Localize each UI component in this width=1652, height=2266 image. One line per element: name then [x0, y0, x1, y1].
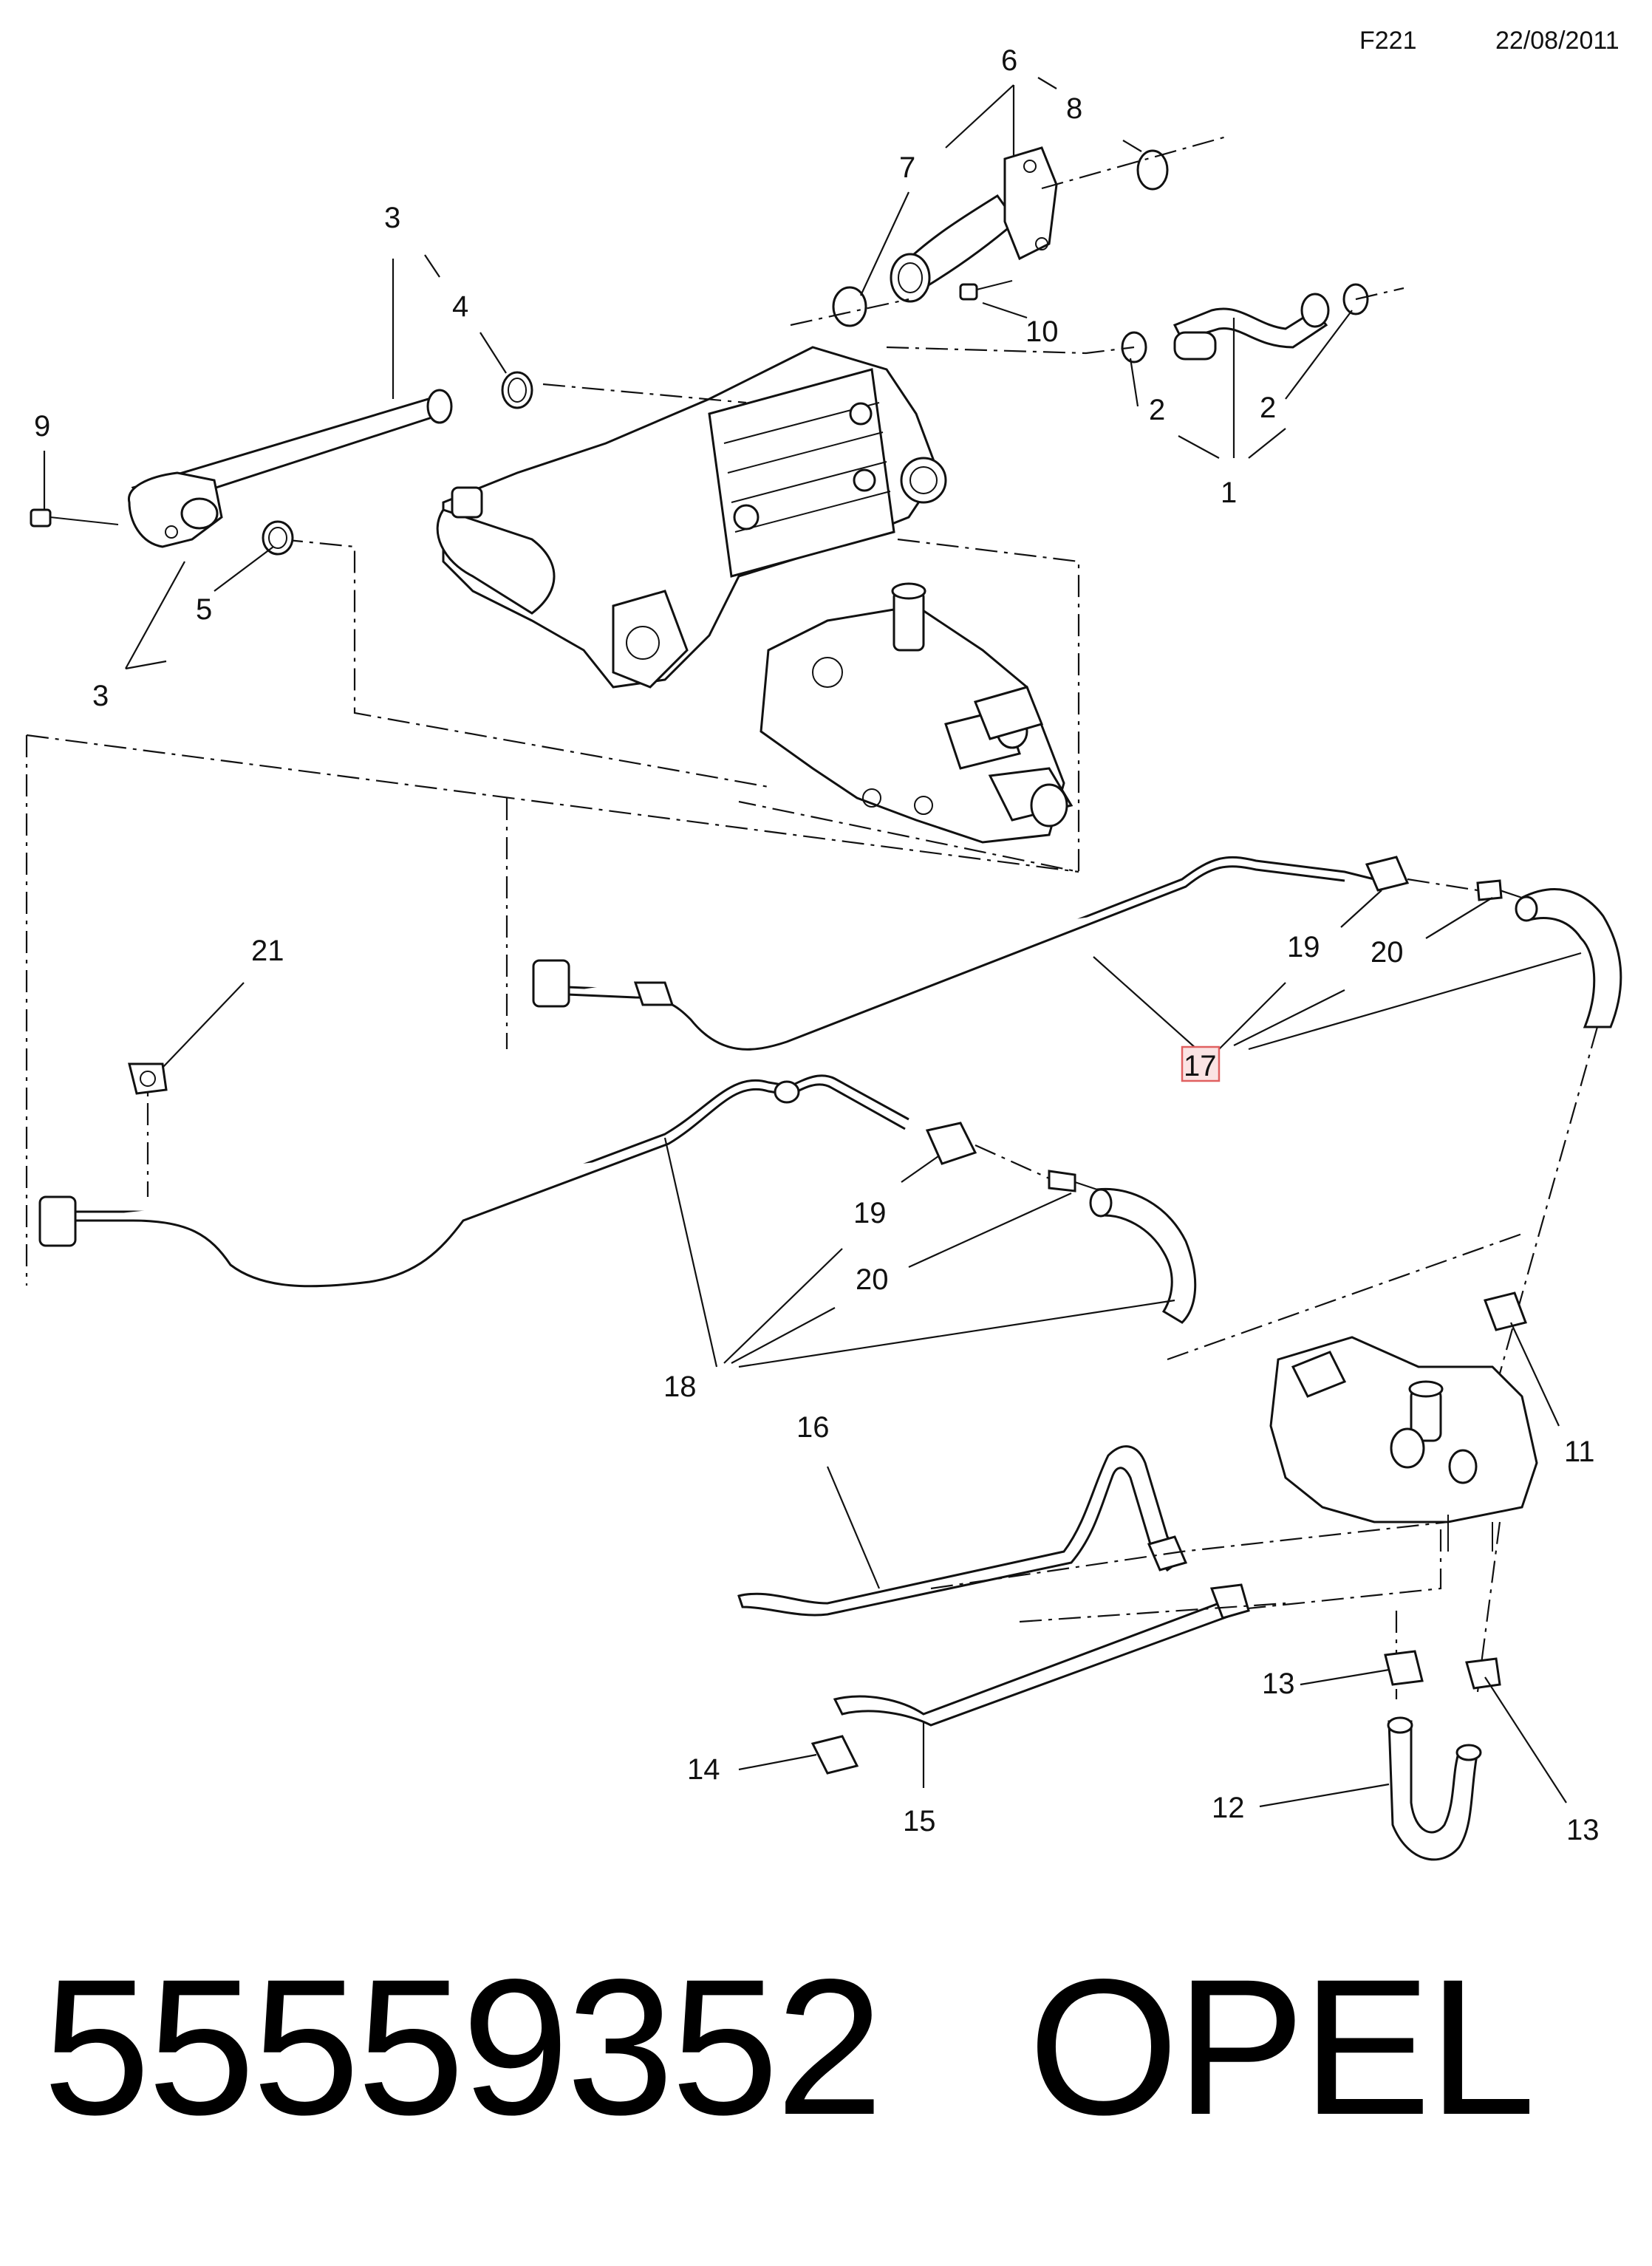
seal-ring-7 — [832, 286, 867, 327]
callout-2-left[interactable]: 2 — [1149, 394, 1165, 426]
hose-part-18 — [38, 1074, 909, 1288]
brand-name: OPEL — [1028, 1939, 1536, 2155]
footer-title: 55559352 OPEL — [43, 1939, 1536, 2155]
thermostat-housing — [760, 582, 1074, 844]
seal-ring-8 — [1136, 149, 1169, 191]
clip-part-13-right — [1465, 1657, 1501, 1690]
connector-part-20-lower — [1048, 1170, 1076, 1192]
callout-15[interactable]: 15 — [903, 1805, 936, 1837]
elbow-hose-part-18 — [1089, 1187, 1197, 1324]
callout-2-right[interactable]: 2 — [1260, 392, 1276, 424]
seal-ring-4 — [501, 371, 533, 409]
hose-part-15 — [833, 1583, 1250, 1727]
callout-8[interactable]: 8 — [1066, 92, 1082, 125]
callout-3-bottom[interactable]: 3 — [92, 680, 109, 712]
callout-3-top[interactable]: 3 — [384, 202, 400, 234]
hose-part-12 — [1387, 1716, 1482, 1861]
oil-cooler-assembly — [436, 346, 947, 689]
callout-19-upper[interactable]: 19 — [1287, 931, 1320, 963]
egr-valve-assembly — [1269, 1336, 1538, 1552]
pipe-part-3 — [128, 389, 453, 548]
highlight-box-17 — [1181, 1045, 1221, 1082]
callout-19-lower[interactable]: 19 — [853, 1197, 887, 1229]
callout-14[interactable]: 14 — [687, 1753, 720, 1786]
callout-6[interactable]: 6 — [1001, 44, 1017, 77]
callout-20-upper[interactable]: 20 — [1371, 936, 1404, 969]
diagram-date: 22/08/2011 — [1495, 27, 1619, 55]
callout-11[interactable]: 11 — [1564, 1436, 1595, 1468]
part-number: 55559352 — [43, 1939, 884, 2155]
callout-10[interactable]: 10 — [1025, 315, 1059, 348]
callout-4[interactable]: 4 — [452, 290, 468, 323]
clip-part-19-lower — [925, 1122, 977, 1165]
callout-21[interactable]: 21 — [251, 935, 284, 967]
callout-9[interactable]: 9 — [34, 410, 50, 443]
hose-part-16 — [737, 1445, 1188, 1617]
callout-16[interactable]: 16 — [796, 1411, 830, 1444]
hose-part-1 — [1173, 293, 1330, 361]
callout-17[interactable]: 17 — [1184, 1050, 1217, 1082]
callout-7[interactable]: 7 — [899, 151, 915, 184]
callout-5[interactable]: 5 — [196, 593, 212, 626]
bolt-part-9 — [30, 508, 119, 528]
leader-lines — [43, 77, 1582, 1808]
clip-part-21 — [128, 1062, 168, 1095]
diagram-code: F221 — [1359, 27, 1417, 55]
callout-13-right[interactable]: 13 — [1566, 1814, 1600, 1846]
elbow-pipe-part-7 — [890, 146, 1058, 303]
connector-part-20-upper — [1476, 879, 1503, 901]
seal-ring-5 — [262, 520, 294, 556]
hose-part-17 — [532, 856, 1375, 1051]
bolt-part-10 — [959, 280, 1013, 301]
clip-part-19-upper — [1365, 856, 1410, 892]
callout-20-lower[interactable]: 20 — [856, 1263, 889, 1296]
callout-1[interactable]: 1 — [1221, 477, 1237, 509]
clip-part-11 — [1484, 1291, 1527, 1331]
callout-12[interactable]: 12 — [1212, 1792, 1245, 1824]
clip-part-13-left — [1384, 1650, 1424, 1686]
callout-18[interactable]: 18 — [663, 1371, 697, 1403]
callout-13-left[interactable]: 13 — [1262, 1668, 1295, 1700]
clip-part-14 — [810, 1735, 859, 1775]
leader-dash-box — [738, 538, 1080, 873]
elbow-hose-part-17 — [1515, 888, 1622, 1028]
